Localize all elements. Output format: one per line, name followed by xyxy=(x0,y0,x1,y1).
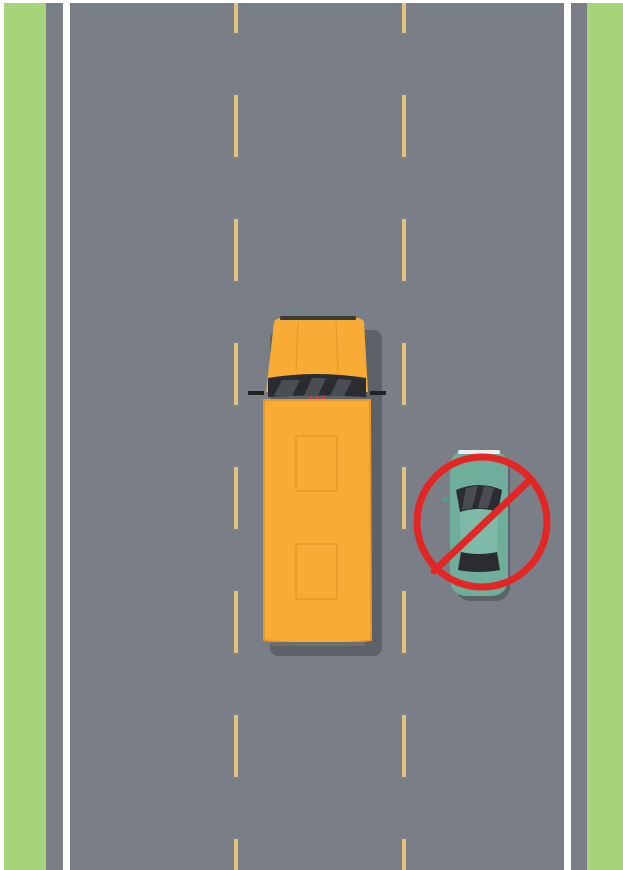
lane-dash xyxy=(234,715,238,777)
lane-dash xyxy=(234,343,238,405)
bus-right-mirror xyxy=(370,391,386,395)
lane-dash xyxy=(234,467,238,529)
lane-dash xyxy=(402,839,406,870)
bus-front-bumper xyxy=(280,316,356,320)
lane-dash xyxy=(234,3,238,33)
car-left-mirror xyxy=(442,497,450,501)
car-front-bumper xyxy=(458,450,500,454)
bus-windshield-glare xyxy=(274,378,352,396)
lane-dash xyxy=(402,95,406,157)
lane-dash xyxy=(402,467,406,529)
lane-dash xyxy=(402,343,406,405)
left-edge-line xyxy=(63,3,70,870)
lane-dash xyxy=(402,219,406,281)
lane-dash xyxy=(402,3,406,33)
right-edge-line xyxy=(564,3,571,870)
lane-dash xyxy=(234,591,238,653)
lane-dash xyxy=(234,95,238,157)
lane-dash xyxy=(234,219,238,281)
right-grass-verge xyxy=(587,3,623,870)
lane-dash xyxy=(234,839,238,870)
lane-dash xyxy=(402,715,406,777)
lane-dash xyxy=(402,591,406,653)
car-rear-window xyxy=(458,552,500,572)
left-grass-verge xyxy=(4,3,46,870)
bus-rear-bumper xyxy=(270,642,366,646)
bus-left-mirror xyxy=(248,391,264,395)
